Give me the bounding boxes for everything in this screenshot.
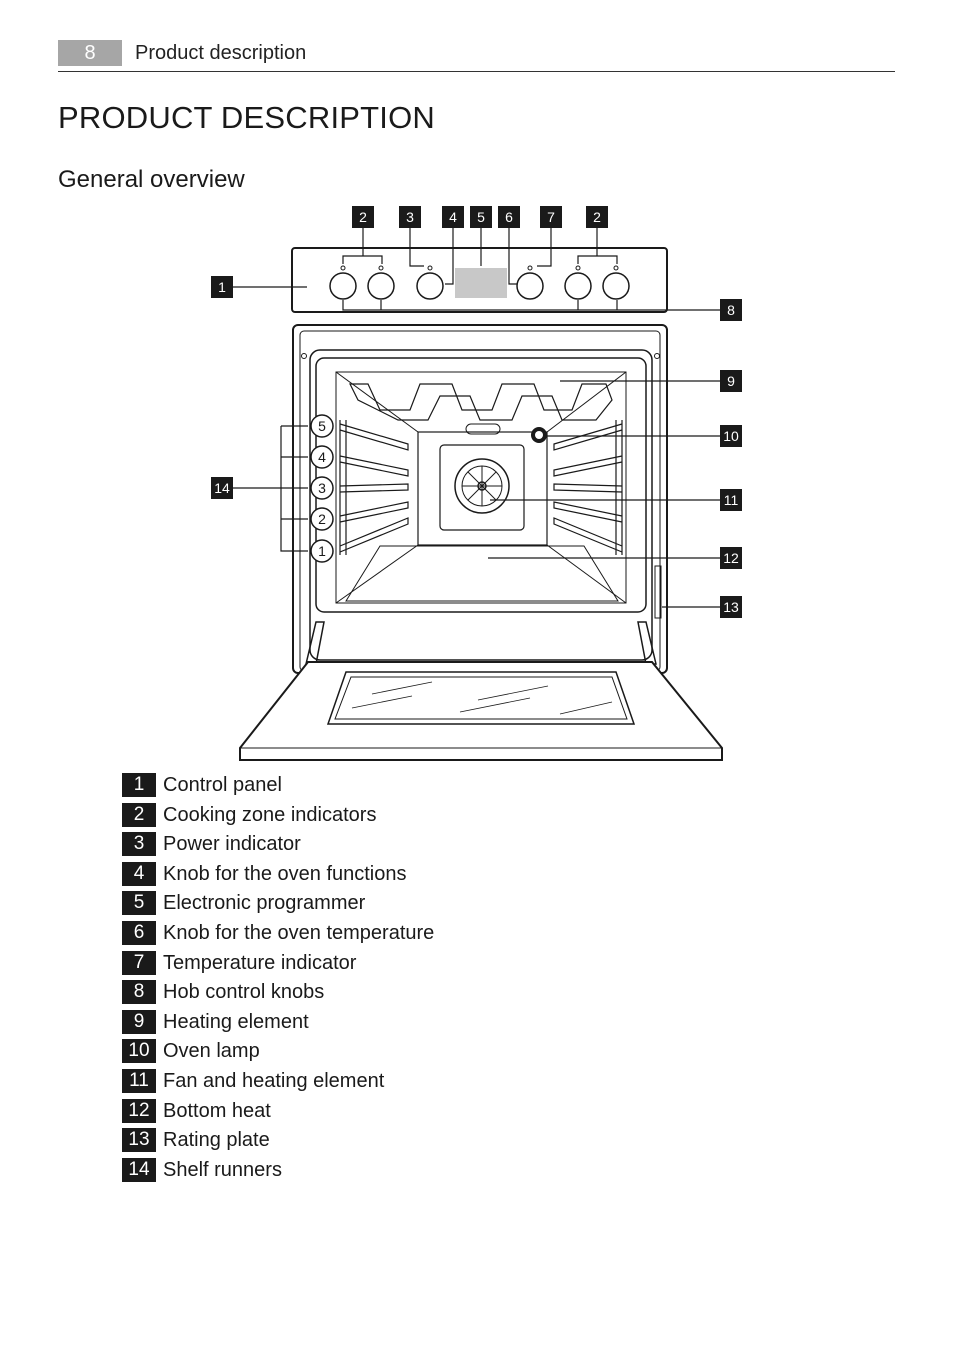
running-header: 8 Product description [58, 40, 895, 72]
running-head-title: Product description [135, 42, 307, 64]
legend-label: Temperature indicator [163, 951, 357, 974]
control-panel [291, 247, 668, 313]
section-subtitle: General overview [58, 166, 245, 193]
legend-number: 9 [122, 1009, 156, 1034]
legend-label: Cooking zone indicators [163, 803, 377, 826]
shelf-level-5: 5 [310, 414, 334, 438]
legend-number: 11 [122, 1068, 156, 1093]
legend-label: Electronic programmer [163, 892, 366, 915]
callout-3: 3 [399, 206, 421, 228]
callout-7: 7 [540, 206, 562, 228]
hob-knob [367, 272, 395, 300]
legend-label: Shelf runners [163, 1158, 282, 1181]
svg-text:9: 9 [727, 373, 735, 389]
callout-1: 1 [211, 276, 233, 298]
svg-text:1: 1 [318, 543, 326, 559]
leader-lines [232, 227, 720, 608]
svg-text:4: 4 [449, 209, 457, 225]
svg-text:5: 5 [477, 209, 485, 225]
shelf-level-4: 4 [310, 445, 334, 469]
svg-text:2: 2 [318, 511, 326, 527]
hob-knob [564, 272, 592, 300]
oven-functions-knob [416, 272, 444, 300]
oven-temperature-knob [516, 272, 544, 300]
shelf-level-3: 3 [310, 476, 334, 500]
legend-number: 8 [122, 980, 156, 1005]
legend-label: Rating plate [163, 1129, 270, 1152]
callout-6: 6 [498, 206, 520, 228]
fan-icon [454, 458, 510, 514]
legend-number: 5 [122, 891, 156, 916]
callout-9: 9 [720, 370, 742, 392]
legend-label: Power indicator [163, 833, 301, 856]
svg-text:7: 7 [547, 209, 555, 225]
legend-number: 6 [122, 920, 156, 945]
legend-label: Hob control knobs [163, 981, 325, 1004]
svg-text:8: 8 [727, 302, 735, 318]
legend-number: 7 [122, 950, 156, 975]
legend-number: 14 [122, 1157, 156, 1182]
legend-label: Oven lamp [163, 1040, 260, 1063]
legend-label: Knob for the oven temperature [163, 921, 435, 944]
callout-4: 4 [442, 206, 464, 228]
legend-label: Control panel [163, 774, 282, 796]
legend-label: Bottom heat [163, 1099, 271, 1122]
svg-text:5: 5 [318, 418, 326, 434]
svg-text:10: 10 [723, 428, 739, 444]
callout-5: 5 [470, 206, 492, 228]
svg-text:3: 3 [318, 480, 326, 496]
programmer-display [455, 268, 507, 298]
svg-text:6: 6 [505, 209, 513, 225]
svg-text:3: 3 [406, 209, 414, 225]
oven-door [239, 661, 723, 761]
legend-number: 3 [122, 832, 156, 857]
svg-text:11: 11 [724, 492, 739, 508]
svg-text:2: 2 [593, 209, 601, 225]
legend-number: 13 [122, 1128, 156, 1153]
legend-number: 1 [122, 773, 156, 797]
legend-number: 4 [122, 861, 156, 886]
callout-2-left: 2 [352, 206, 374, 228]
legend-label: Fan and heating element [163, 1069, 385, 1092]
shelf-level-2: 2 [310, 507, 334, 531]
svg-text:14: 14 [214, 480, 230, 496]
shelf-level-1: 1 [310, 539, 334, 563]
callout-11: 11 [720, 489, 742, 511]
legend-number: 2 [122, 802, 156, 827]
hob-knob [329, 272, 357, 300]
callout-2-right: 2 [586, 206, 608, 228]
legend-number: 12 [122, 1098, 156, 1123]
legend-label: Knob for the oven functions [163, 862, 407, 885]
callout-14: 14 [211, 477, 233, 499]
svg-text:4: 4 [318, 449, 326, 465]
svg-text:1: 1 [218, 279, 226, 295]
callout-13: 13 [720, 596, 742, 618]
callout-10: 10 [720, 425, 742, 447]
svg-text:2: 2 [359, 209, 367, 225]
legend-number: 10 [122, 1039, 156, 1064]
page-number: 8 [58, 40, 122, 66]
oven-diagram: 2 3 4 5 6 7 2 1 14 8 9 10 11 12 13 5 4 3… [211, 206, 742, 761]
hob-knob [602, 272, 630, 300]
oven-body [292, 324, 668, 674]
page-title: PRODUCT DESCRIPTION [58, 100, 435, 135]
callout-8: 8 [720, 299, 742, 321]
callout-12: 12 [720, 547, 742, 569]
svg-text:12: 12 [723, 550, 739, 566]
svg-text:13: 13 [723, 599, 739, 615]
legend-label: Heating element [163, 1010, 309, 1033]
